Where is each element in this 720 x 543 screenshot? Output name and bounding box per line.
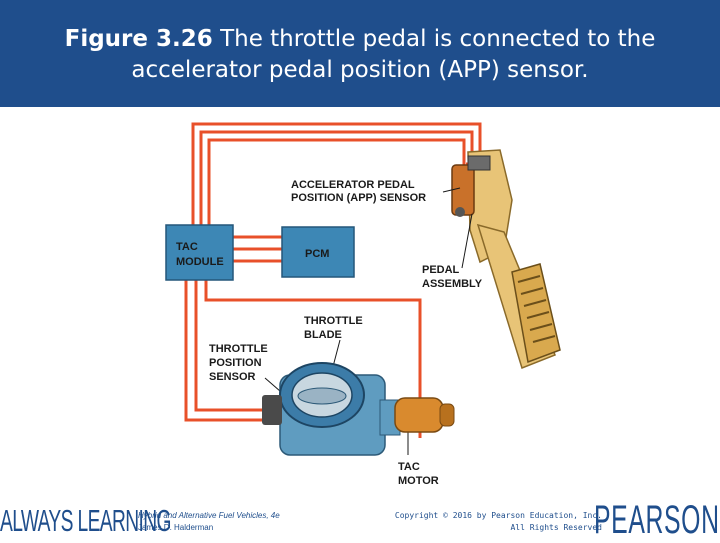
tps-label-2: POSITION: [209, 357, 262, 369]
always-learning-logo: ALWAYS LEARNING: [0, 503, 171, 538]
slide-title: Figure 3.26 The throttle pedal is connec…: [20, 24, 700, 86]
rights-line: All Rights Reserved: [510, 523, 602, 532]
title-banner: Figure 3.26 The throttle pedal is connec…: [0, 0, 720, 107]
throttle-blade-label-1: THROTTLE: [304, 315, 363, 327]
app-sensor-label-2: POSITION (APP) SENSOR: [291, 192, 426, 204]
throttle-position-sensor-body: [262, 395, 282, 425]
tps-label-1: THROTTLE: [209, 343, 268, 355]
copyright: Copyright © 2016 by Pearson Education, I…: [395, 510, 602, 534]
tac-motor-label-2: MOTOR: [398, 475, 439, 487]
app-sensor-diagram: TAC MODULE PCM ACCELERATOR PEDAL POSITIO…: [165, 122, 561, 487]
copyright-line: Copyright © 2016 by Pearson Education, I…: [394, 511, 602, 520]
author: James D. Halderman: [138, 523, 214, 532]
app-sensor-body: [451, 164, 475, 216]
pcm-label: PCM: [305, 248, 329, 260]
tps-label-3: SENSOR: [209, 371, 256, 383]
book-credit: Hybrid and Alternative Fuel Vehicles, 4e…: [138, 510, 280, 534]
pedal-assembly-label-1: PEDAL: [422, 264, 460, 276]
tac-motor-body: [394, 397, 444, 433]
footer: [0, 500, 720, 540]
throttle-blade-label-2: BLADE: [304, 329, 342, 341]
caption-line-1: The throttle pedal is connected to the: [220, 26, 656, 52]
tac-module-label-2: MODULE: [176, 256, 224, 268]
tac-motor-label-1: TAC: [398, 461, 420, 473]
pearson-logo: PEARSON: [594, 498, 720, 542]
pcm-box: [281, 226, 355, 278]
app-sensor-label-1: ACCELERATOR PEDAL: [291, 179, 415, 191]
pedal-assembly-label-2: ASSEMBLY: [422, 278, 483, 290]
pedal-assembly: [451, 149, 561, 369]
throttle-body: [262, 362, 455, 456]
caption-line-2: accelerator pedal position (APP) sensor.: [131, 57, 589, 83]
tac-module-box: [165, 224, 234, 281]
figure-label: Figure 3.26: [64, 26, 213, 52]
book-title: Hybrid and Alternative Fuel Vehicles, 4e: [138, 511, 280, 520]
tac-module-label-1: TAC: [176, 241, 198, 253]
